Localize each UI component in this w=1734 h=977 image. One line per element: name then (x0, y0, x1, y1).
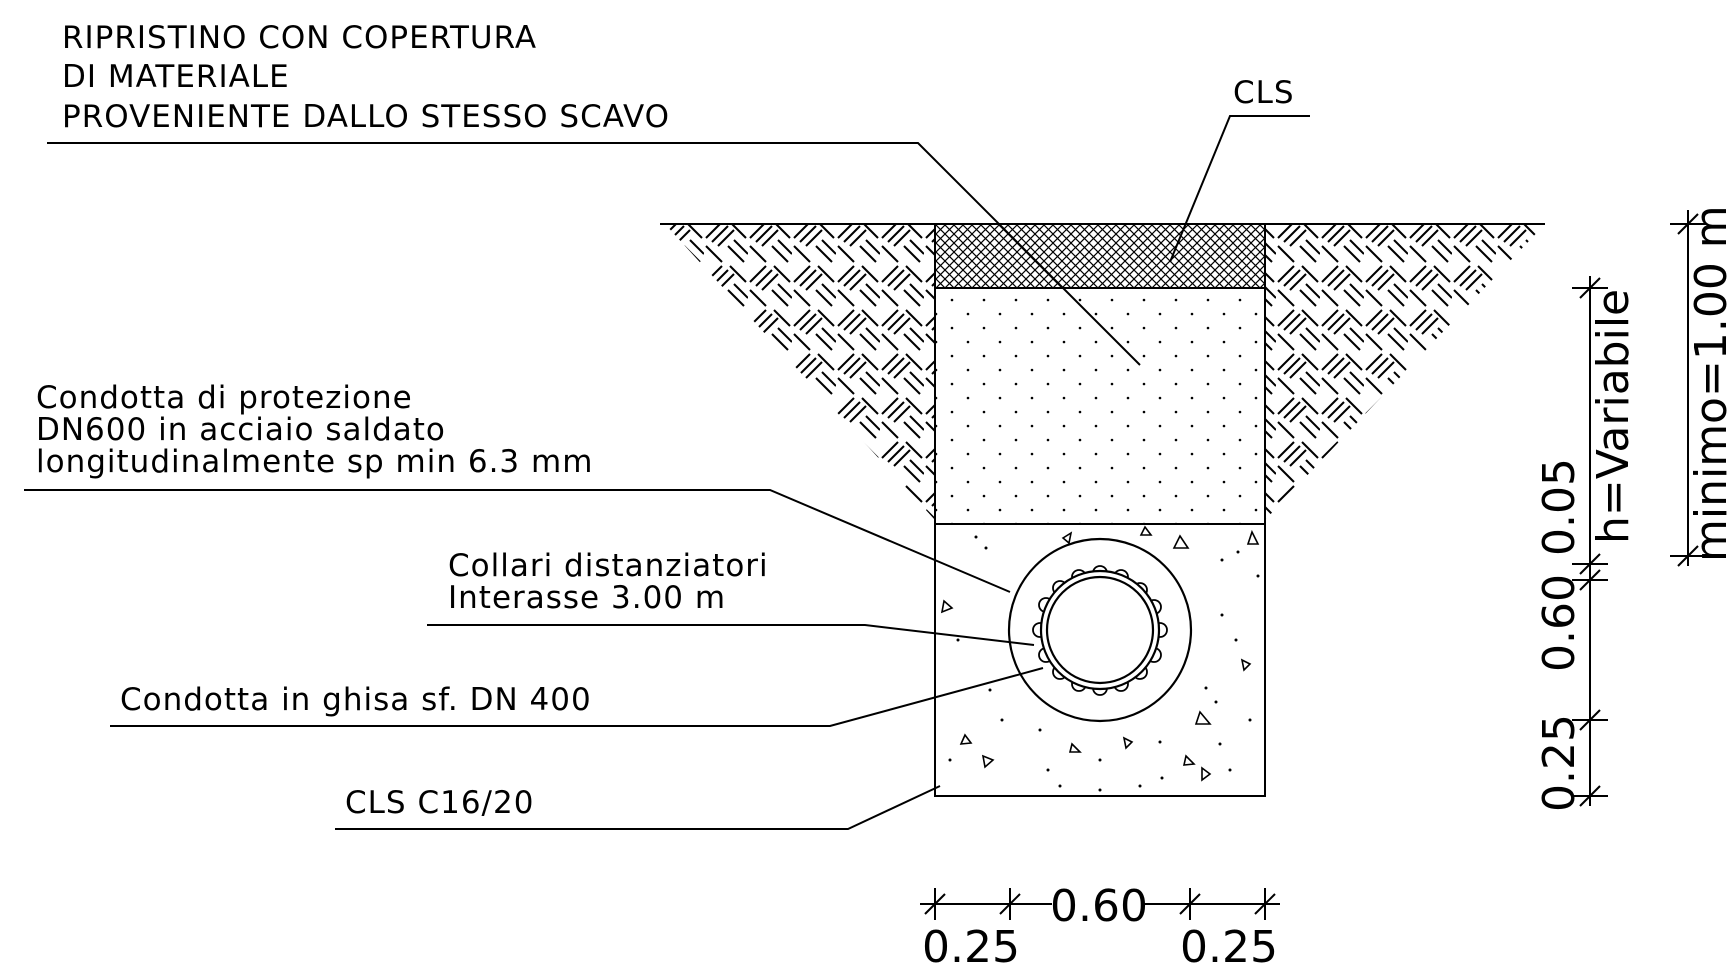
protection-label-line-3: longitudinalmente sp min 6.3 mm (36, 444, 593, 480)
backfill (934, 287, 1266, 525)
vertical-dimension-chain (1572, 276, 1608, 807)
cls-base-label: CLS C16/20 (345, 785, 534, 821)
cls-top-label: CLS (1233, 75, 1295, 111)
dim-vertical-pipe: 0.60 (1534, 574, 1585, 672)
dim-vertical-bottom: 0.25 (1534, 714, 1585, 812)
pipe-label: Condotta in ghisa sf. DN 400 (120, 682, 592, 718)
fill-label-line-1: RIPRISTINO CON COPERTURA (62, 20, 537, 56)
protection-label-line-1: Condotta di protezione (36, 380, 413, 416)
minimum-depth-dimension (1670, 210, 1706, 567)
bottom-dimension (920, 888, 1280, 920)
ductile-pipe-inner (1045, 575, 1155, 685)
dim-bottom-left: 0.25 (922, 922, 1020, 973)
fill-label-line-3: PROVENIENTE DALLO STESSO SCAVO (62, 99, 670, 135)
aggregate-marks (940, 525, 1260, 792)
dim-h-variable: h=Variabile (1588, 289, 1639, 544)
leader-lines (24, 115, 1310, 830)
fill-label-line-2: DI MATERIALE (62, 59, 290, 95)
collars-label-line-1: Collari distanziatori (448, 548, 769, 584)
dim-vertical-top: 0.05 (1534, 458, 1585, 556)
collars-label-line-2: Interasse 3.00 m (448, 580, 726, 616)
dim-bottom-center: 0.60 (1050, 881, 1148, 932)
dim-minimum-depth: minimo=1.00 m (1686, 205, 1734, 562)
concrete-cap (934, 223, 1266, 289)
protection-label-line-2: DN600 in acciaio saldato (36, 412, 446, 448)
soil-right (1265, 224, 1545, 520)
soil-left (665, 224, 935, 520)
dim-bottom-right: 0.25 (1180, 922, 1278, 973)
